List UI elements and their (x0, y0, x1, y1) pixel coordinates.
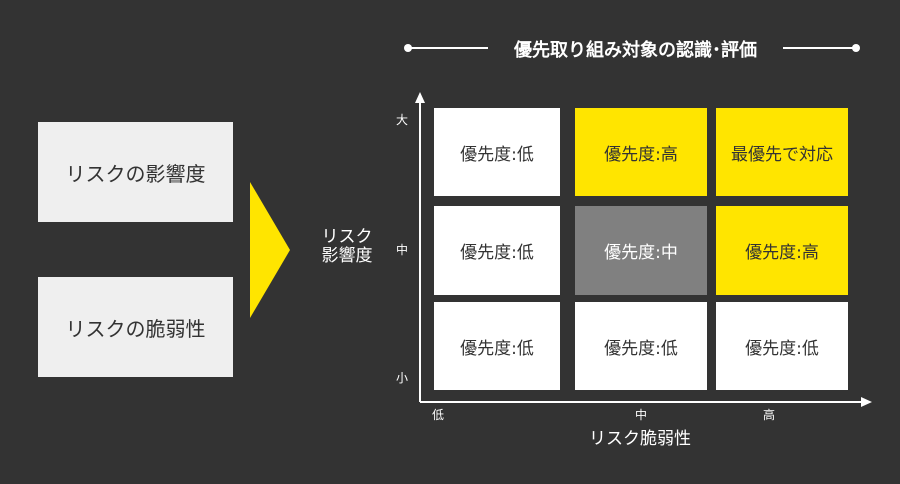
input-box-impact: リスクの影響度 (38, 122, 233, 222)
x-tick-low: 低 (432, 408, 445, 422)
title-line-right-dot (852, 44, 860, 52)
title-line-right (783, 47, 855, 49)
input-box-vulnerability: リスクの脆弱性 (38, 277, 233, 377)
y-tick-high: 大 (396, 113, 409, 127)
y-tick-low: 小 (396, 371, 409, 385)
matrix-cell: 優先度:高 (716, 206, 848, 295)
x-tick-high: 高 (763, 408, 776, 422)
title-line-left (408, 47, 488, 49)
matrix-cell: 優先度:高 (575, 108, 707, 196)
matrix-cell: 優先度:低 (716, 302, 848, 390)
matrix-cell: 優先度:低 (434, 302, 560, 390)
arrow-right-icon (250, 182, 290, 318)
matrix-cell: 最優先で対応 (716, 108, 848, 196)
y-axis-label-line1: リスク (321, 227, 373, 247)
y-tick-mid: 中 (396, 243, 409, 257)
matrix-cell: 優先度:低 (434, 206, 560, 295)
y-axis-label-line2: 影響度 (321, 246, 373, 266)
matrix-cell: 優先度:低 (434, 108, 560, 196)
matrix-cell: 優先度:低 (575, 302, 707, 390)
x-tick-mid: 中 (635, 408, 648, 422)
y-axis-label: リスク 影響度 (312, 228, 382, 266)
x-axis-label: リスク脆弱性 (589, 429, 691, 449)
matrix-cell: 優先度:中 (575, 206, 707, 295)
diagram-title: 優先取り組み対象の認識･評価 (514, 40, 757, 61)
